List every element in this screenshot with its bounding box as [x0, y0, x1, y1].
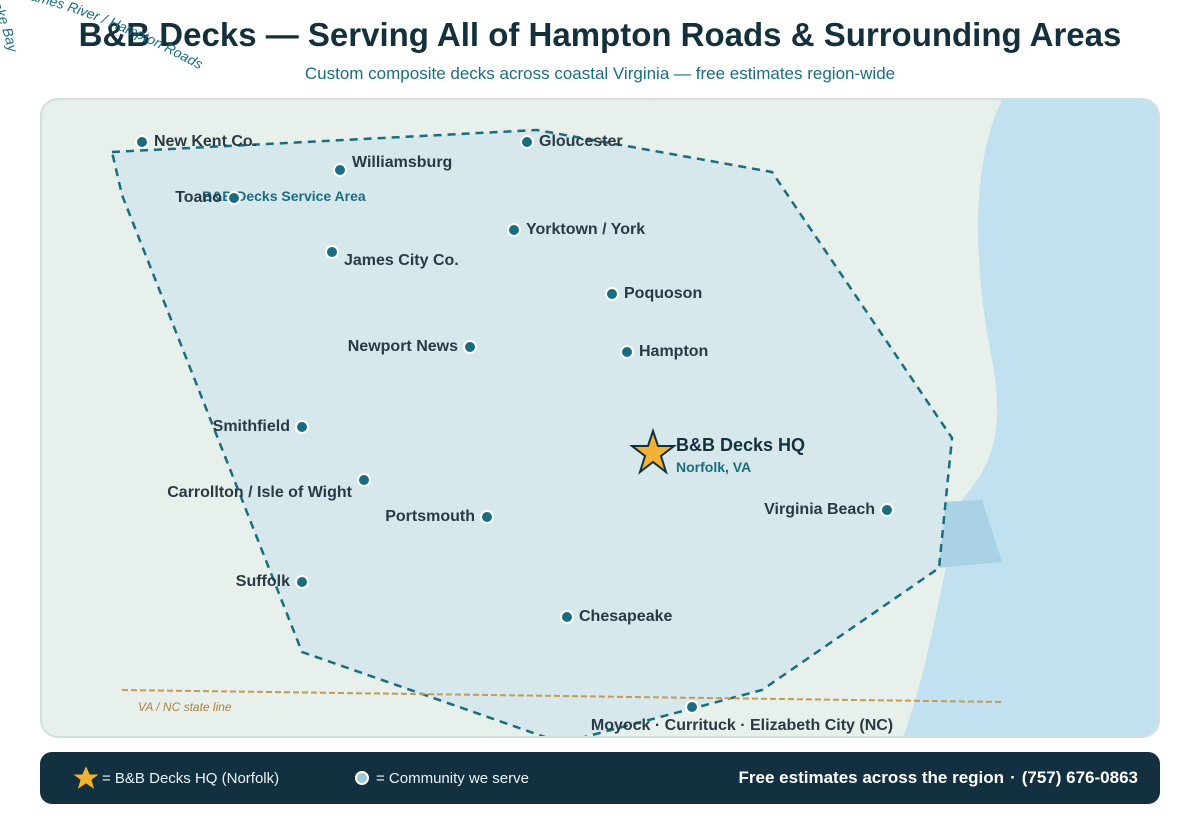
hq-name: B&B Decks HQ [676, 435, 805, 455]
cta-text: Free estimates across the region [738, 768, 1005, 787]
community-label: Williamsburg [352, 154, 452, 171]
community-label: Hampton [639, 343, 708, 360]
service-area-label: B&B Decks Service Area [202, 188, 366, 204]
cta: Free estimates across the region · (757)… [739, 752, 1138, 804]
community-label: New Kent Co. [154, 133, 257, 150]
community-smithfield[interactable]: Smithfield [213, 418, 309, 435]
community-new-kent[interactable]: New Kent Co. [135, 133, 257, 150]
service-area-polygon [110, 128, 954, 736]
community-label: Moyock · Currituck · Elizabeth City (NC) [591, 717, 893, 734]
community-newport-news[interactable]: Newport News [348, 338, 477, 355]
community-label: Yorktown / York [526, 221, 645, 238]
cta-separator: · [1010, 768, 1016, 787]
page-title: B&B Decks — Serving All of Hampton Roads… [78, 16, 1122, 53]
map-canvas: VA / NC state line B&B Decks Service Are… [110, 100, 1158, 736]
hq-marker[interactable]: B&B Decks HQ Norfolk, VA [629, 427, 805, 475]
community-suffolk[interactable]: Suffolk [236, 573, 309, 590]
community-label: Gloucester [539, 133, 623, 150]
page-subtitle: Custom composite decks across coastal Vi… [304, 64, 896, 83]
river-label: ames River / Hampton Roads [29, 0, 206, 72]
community-label: Portsmouth [385, 508, 475, 525]
community-label: Virginia Beach [764, 501, 875, 518]
community-hampton[interactable]: Hampton [620, 343, 708, 360]
legend-bar: = B&B Decks HQ (Norfolk) = Community we … [40, 752, 1160, 804]
community-chesapeake[interactable]: Chesapeake [560, 608, 672, 625]
community-williamsburg[interactable]: Williamsburg [333, 154, 452, 177]
community-label: Newport News [348, 338, 458, 355]
phone-number[interactable]: (757) 676-0863 [1021, 768, 1138, 787]
hq-location: Norfolk, VA [676, 459, 751, 475]
community-label: Chesapeake [579, 608, 672, 625]
state-line [121, 689, 1003, 703]
community-nc-towns[interactable]: Moyock · Currituck · Elizabeth City (NC) [591, 700, 893, 734]
legend-hq-label: = B&B Decks HQ (Norfolk) [102, 769, 280, 787]
community-label: Smithfield [213, 418, 290, 435]
community-label: Carrollton / Isle of Wight [167, 484, 352, 501]
corner-water-labels: ames River / Hampton Roads ake Bay [0, 0, 206, 72]
svg-text:ake Bay: ake Bay [0, 0, 21, 54]
community-virginia-beach[interactable]: Virginia Beach [764, 501, 894, 518]
community-toano[interactable]: Toano [175, 189, 241, 206]
legend-community-label: = Community we serve [376, 769, 529, 787]
community-yorktown[interactable]: Yorktown / York [507, 221, 645, 238]
community-label: Toano [175, 189, 222, 206]
ocean-water [903, 100, 1158, 736]
community-portsmouth[interactable]: Portsmouth [385, 508, 494, 525]
state-line-label: VA / NC state line [138, 700, 232, 714]
star-icon [629, 427, 677, 475]
community-carrollton[interactable]: Carrollton / Isle of Wight [167, 473, 371, 501]
community-james-city[interactable]: James City Co. [325, 245, 459, 269]
legend-hq: = B&B Decks HQ (Norfolk) [70, 752, 279, 804]
community-poquoson[interactable]: Poquoson [605, 285, 702, 302]
community-label: Suffolk [236, 573, 290, 590]
community-label: Poquoson [624, 285, 702, 302]
community-dot-icon [355, 771, 369, 785]
community-gloucester[interactable]: Gloucester [520, 133, 623, 150]
service-area-map[interactable]: VA / NC state line B&B Decks Service Are… [40, 98, 1160, 738]
star-icon [70, 764, 102, 792]
svg-text:ames River / Hampton Roads: ames River / Hampton Roads [29, 0, 206, 72]
bay-label: ake Bay [0, 0, 21, 54]
inlet-water [937, 500, 1002, 568]
legend-community: = Community we serve [352, 752, 529, 804]
community-label: James City Co. [344, 252, 459, 269]
